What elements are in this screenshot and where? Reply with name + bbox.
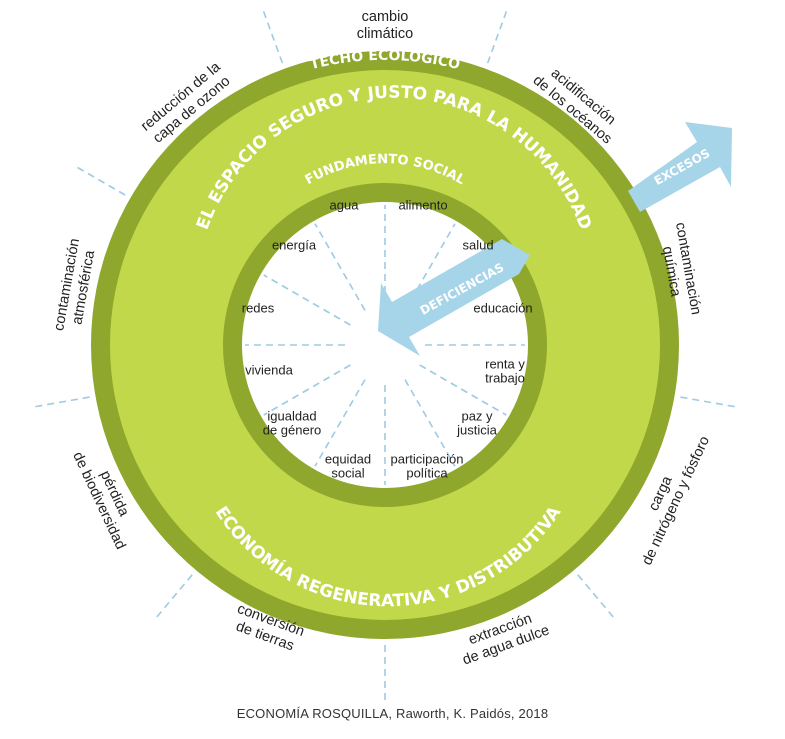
divider-line: [577, 574, 614, 618]
divider-line: [156, 574, 193, 618]
excess-arrow: EXCESOS: [628, 122, 732, 212]
social-foundation-label-item: energía: [272, 238, 317, 253]
social-foundation-label-item: vivienda: [245, 363, 293, 378]
divider-line: [263, 364, 351, 416]
divider-line: [77, 166, 126, 196]
divider-line: [35, 396, 90, 408]
divider-line: [263, 274, 351, 326]
social-foundation-label-item: alimento: [398, 198, 447, 213]
divider-line: [419, 364, 507, 416]
source-caption: ECONOMÍA ROSQUILLA, Raworth, K. Paidós, …: [236, 706, 549, 721]
divider-line: [404, 379, 456, 467]
divider-line: [680, 396, 735, 408]
divider-line: [314, 379, 366, 467]
social-foundation-label-item: agua: [330, 198, 360, 213]
social-foundation-label-item: salud: [462, 238, 493, 253]
divider-line: [314, 223, 366, 311]
divider-line: [262, 11, 284, 64]
divider-line: [486, 11, 508, 64]
social-foundation-label-item: educación: [473, 301, 532, 316]
social-foundation-label-item: redes: [242, 301, 275, 316]
